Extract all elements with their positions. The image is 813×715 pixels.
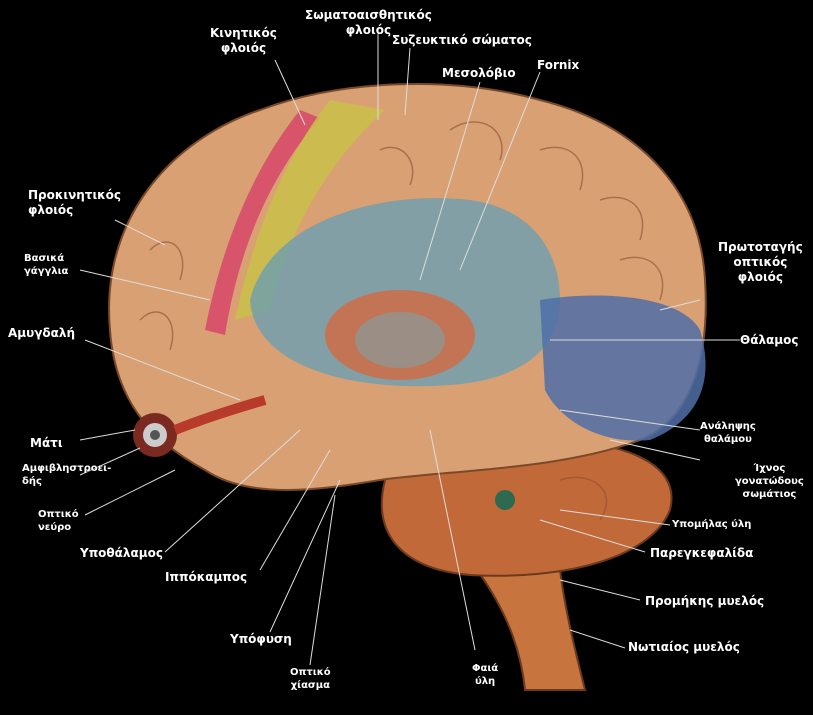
- motor-cortex: [205, 110, 320, 335]
- label-optic-chiasm: Οπτικό χίασμα: [290, 667, 331, 691]
- label-pituitary: Υπόφυση: [230, 632, 292, 646]
- label-gray-matter: Φαιά ύλη: [472, 663, 499, 687]
- label-motor-cortex: Κινητικός φλοιός: [210, 26, 277, 55]
- label-eye: Μάτι: [30, 436, 63, 450]
- label-white-matter: Υπομήλας ύλη: [672, 519, 752, 530]
- label-fornix: Fornix: [537, 58, 580, 72]
- label-syzeuktiko: Συζευκτικό σώματος: [392, 33, 532, 47]
- label-thalamus-lift: Ανάληψης θαλάμου: [700, 421, 756, 445]
- label-geniculate-tract: Ίχνος γονατώδους σωμάτιος: [735, 463, 804, 500]
- label-basal-ganglia: Βασικά γάγγλια: [24, 253, 69, 277]
- label-optic-nerve: Οπτικό νεύρο: [38, 509, 79, 533]
- label-cerebellum: Παρεγκεφαλίδα: [650, 546, 754, 560]
- label-retina: Αμφιβληστροει- δής: [22, 463, 112, 487]
- label-hypothalamus: Υποθάλαμος: [80, 546, 163, 560]
- brainstem: [467, 558, 587, 691]
- label-amygdala: Αμυγδαλή: [8, 326, 76, 340]
- label-visual-cortex: Πρωτοταγής οπτικός φλοιός: [718, 240, 803, 284]
- occipital-region: [540, 295, 706, 441]
- label-spinal-cord: Νωτιαίος μυελός: [628, 640, 740, 654]
- label-corpus-callosum: Μεσολόβιο: [442, 66, 516, 80]
- label-medulla: Προμήκης μυελός: [645, 594, 765, 608]
- label-premotor-cortex: Προκινητικός φλοιός: [28, 188, 122, 217]
- label-hippocampus: Ιππόκαμπος: [165, 570, 248, 584]
- label-thalamus: Θάλαμος: [740, 333, 799, 347]
- label-somatosensory-cortex: Σωματοαισθητικός φλοιός: [305, 8, 432, 37]
